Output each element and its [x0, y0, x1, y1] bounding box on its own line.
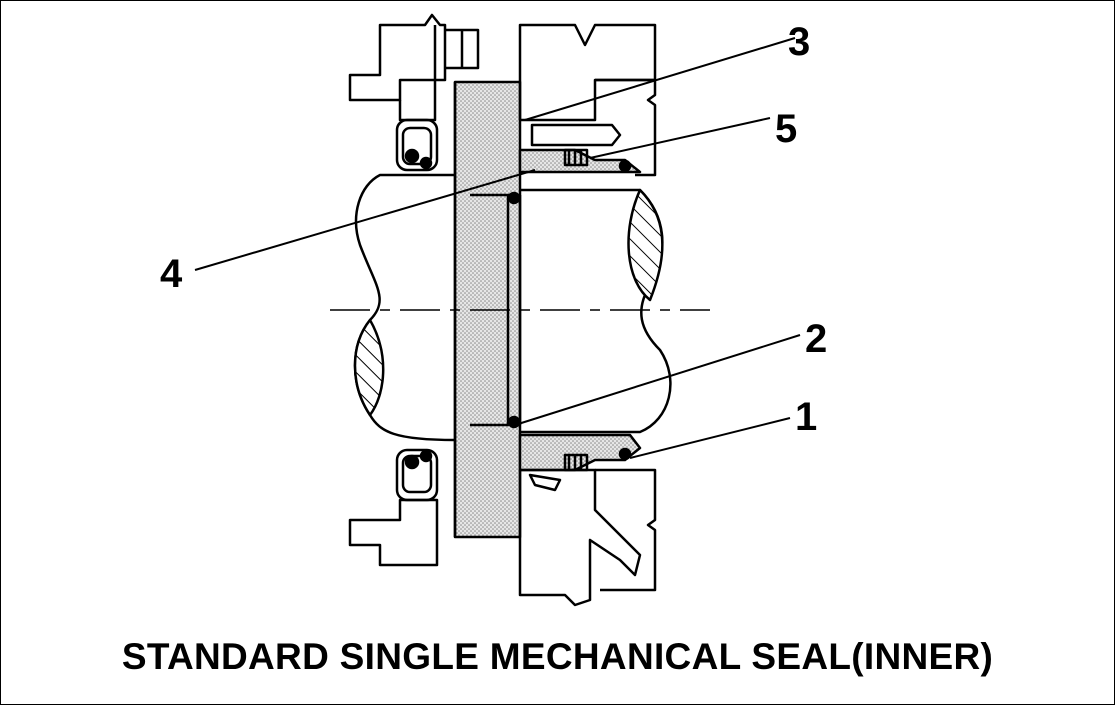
lower-right-housing: [518, 468, 642, 607]
callout-2: 2: [805, 317, 827, 361]
callout-3: 3: [788, 20, 810, 64]
callout-4: 4: [160, 252, 183, 296]
diagram-caption: STANDARD SINGLE MECHANICAL SEAL(INNER): [121, 636, 994, 677]
upper-right-housing: [518, 23, 657, 122]
leader-2: [514, 334, 801, 426]
leader-5: [589, 117, 771, 159]
upper-left-wall: [398, 25, 437, 122]
lower-left-housing: [348, 498, 439, 567]
upper-lip-seal: [395, 118, 439, 172]
retaining-pin: [530, 123, 622, 147]
callout-5: 5: [775, 107, 797, 151]
right-shaft-section: [627, 188, 664, 302]
leader-1: [629, 417, 791, 459]
lower-lip-seal: [395, 448, 439, 502]
leader-3: [524, 37, 796, 121]
left-shaft-section: [353, 318, 385, 417]
leader-4: [194, 169, 536, 271]
callout-1: 1: [795, 395, 817, 439]
upper-left-housing: [348, 13, 447, 102]
